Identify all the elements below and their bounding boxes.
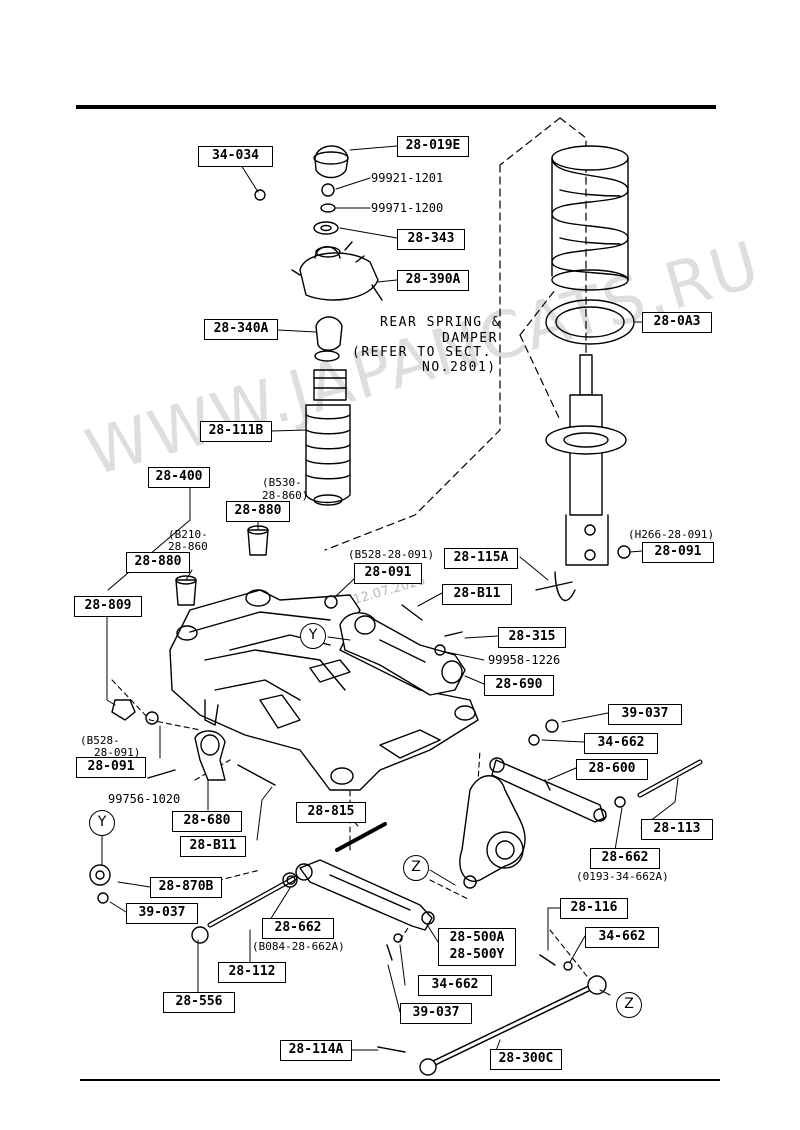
label-28-115a[interactable]: 28-115A	[444, 548, 518, 569]
upper-mount-stack	[291, 145, 383, 301]
label-28-390a[interactable]: 28-390A	[397, 270, 469, 291]
rear-crossmember	[169, 589, 479, 791]
ref-b528-left-line2: 28-091)	[94, 746, 141, 759]
label-34-662-right[interactable]: 34-662	[585, 927, 659, 948]
label-28-091-right[interactable]: 28-091	[642, 542, 714, 563]
lower-arm	[295, 859, 435, 931]
label-34-034[interactable]: 34-034	[198, 146, 273, 167]
ref-b530-line2: 28-860)	[262, 489, 309, 502]
bump-stop-and-boot	[305, 316, 351, 506]
label-28-662-right[interactable]: 28-662	[590, 848, 660, 869]
partno-99921-1201: 99921-1201	[371, 171, 444, 185]
label-28-116[interactable]: 28-116	[560, 898, 628, 919]
label-28-880-lower[interactable]: 28-880	[126, 552, 190, 573]
label-39-037-upper[interactable]: 39-037	[608, 704, 682, 725]
label-28-315[interactable]: 28-315	[498, 627, 566, 648]
misc-fasteners	[89, 822, 573, 971]
damper-strut	[545, 354, 627, 602]
partno-99958-1226: 99958-1226	[488, 653, 561, 667]
callout-z-mid: Z	[403, 855, 429, 881]
label-28-112[interactable]: 28-112	[218, 962, 286, 983]
label-28-343[interactable]: 28-343	[397, 229, 465, 250]
ref-b528-mid: (B528-28-091)	[348, 548, 435, 561]
label-28-b11-upper[interactable]: 28-B11	[442, 584, 512, 605]
label-28-b11-lower[interactable]: 28-B11	[180, 836, 246, 857]
label-28-662-left[interactable]: 28-662	[262, 918, 334, 939]
ref-b084: (B084-28-662A)	[252, 940, 345, 953]
partno-99756-1020: 99756-1020	[108, 792, 181, 806]
label-leaders	[101, 145, 679, 1060]
note-line-2: DAMPER	[442, 331, 498, 346]
label-28-019e[interactable]: 28-019E	[397, 136, 469, 157]
lateral-link-upper	[489, 757, 607, 823]
knuckle-hub	[459, 775, 526, 889]
label-28-500a[interactable]: 28-500A	[449, 930, 505, 945]
long-bolt-28-112	[191, 872, 298, 944]
label-28-400[interactable]: 28-400	[148, 467, 210, 488]
label-28-815[interactable]: 28-815	[296, 802, 366, 823]
label-28-500y[interactable]: 28-500Y	[449, 947, 505, 962]
label-28-114a[interactable]: 28-114A	[280, 1040, 352, 1061]
strut-group-dashed-outline	[324, 117, 587, 551]
coil-spring	[551, 145, 629, 291]
label-28-600[interactable]: 28-600	[576, 759, 648, 780]
ref-b210-line1: (B210-	[168, 528, 208, 541]
label-28-113[interactable]: 28-113	[641, 819, 713, 840]
bottom-rule	[80, 1079, 720, 1081]
label-39-037-lower[interactable]: 39-037	[400, 1003, 472, 1024]
label-28-556[interactable]: 28-556	[163, 992, 235, 1013]
top-rule	[76, 105, 716, 109]
label-28-690[interactable]: 28-690	[484, 675, 554, 696]
ref-0193: (0193-34-662A)	[576, 870, 669, 883]
ref-h266: (H266-28-091)	[628, 528, 715, 541]
ref-b528-left-line1: (B528-	[80, 734, 120, 747]
ref-b530-line1: (B530-	[262, 476, 302, 489]
label-34-662-mid[interactable]: 34-662	[418, 975, 492, 996]
label-28-500a-28-500y[interactable]: 28-500A 28-500Y	[438, 928, 516, 966]
label-28-091-mid[interactable]: 28-091	[354, 563, 422, 584]
label-34-662-upper[interactable]: 34-662	[584, 733, 658, 754]
callout-y-upper: Y	[300, 623, 326, 649]
callout-y-left: Y	[89, 810, 115, 836]
label-28-340a[interactable]: 28-340A	[204, 319, 278, 340]
partno-99971-1200: 99971-1200	[371, 201, 444, 215]
label-39-037-left[interactable]: 39-037	[126, 903, 198, 924]
label-28-870b[interactable]: 28-870B	[150, 877, 222, 898]
label-28-091-left[interactable]: 28-091	[76, 757, 146, 778]
spring-seat-ring	[545, 299, 635, 345]
ref-b210-line2: 28-860	[168, 540, 208, 553]
knuckle-bracket	[339, 612, 466, 696]
callout-z-right: Z	[616, 992, 642, 1018]
label-28-111b[interactable]: 28-111B	[200, 421, 272, 442]
note-line-3: (REFER TO SECT.	[352, 345, 492, 360]
label-28-680[interactable]: 28-680	[172, 811, 242, 832]
label-28-880-upper[interactable]: 28-880	[226, 501, 290, 522]
bushings-and-fasteners	[111, 189, 631, 786]
rear-trailing-link	[377, 975, 607, 1076]
note-line-4: NO.2801)	[422, 360, 497, 375]
label-28-809[interactable]: 28-809	[74, 596, 142, 617]
toe-rod	[614, 759, 703, 808]
label-28-300c[interactable]: 28-300C	[490, 1049, 562, 1070]
label-28-0a3[interactable]: 28-0A3	[642, 312, 712, 333]
note-line-1: REAR SPRING &	[380, 315, 502, 330]
